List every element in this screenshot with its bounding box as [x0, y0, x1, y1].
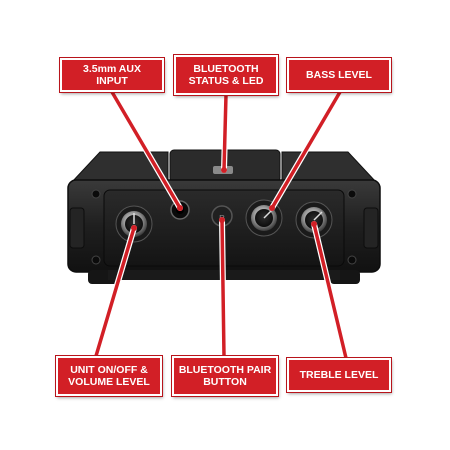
screw: [347, 255, 357, 265]
leader-treble: [312, 222, 348, 360]
callout-unit-onoff-volume: UNIT ON/OFF & VOLUME LEVEL: [56, 356, 162, 396]
callout-bass-level: BASS LEVEL: [287, 58, 391, 92]
callout-treble-level: TREBLE LEVEL: [287, 358, 391, 392]
leader-volume: [94, 226, 136, 358]
side-ridge: [69, 207, 85, 249]
side-ridge: [363, 207, 379, 249]
leader-bluetooth-status: [222, 93, 228, 172]
leader-pair: [220, 218, 226, 358]
leader-lines: [93, 89, 349, 361]
screw: [91, 189, 101, 199]
callout-bluetooth-status: BLUETOOTH STATUS & LED: [174, 55, 278, 95]
treble-knob[interactable]: [295, 201, 333, 239]
screw: [347, 189, 357, 199]
callout-aux-input: 3.5mm AUX INPUT: [60, 58, 164, 92]
callout-bluetooth-pair: BLUETOOTH PAIR BUTTON: [172, 356, 278, 396]
leader-aux: [110, 90, 182, 210]
leader-bass: [270, 90, 342, 210]
volume-knob[interactable]: [115, 205, 153, 243]
screw: [91, 255, 101, 265]
